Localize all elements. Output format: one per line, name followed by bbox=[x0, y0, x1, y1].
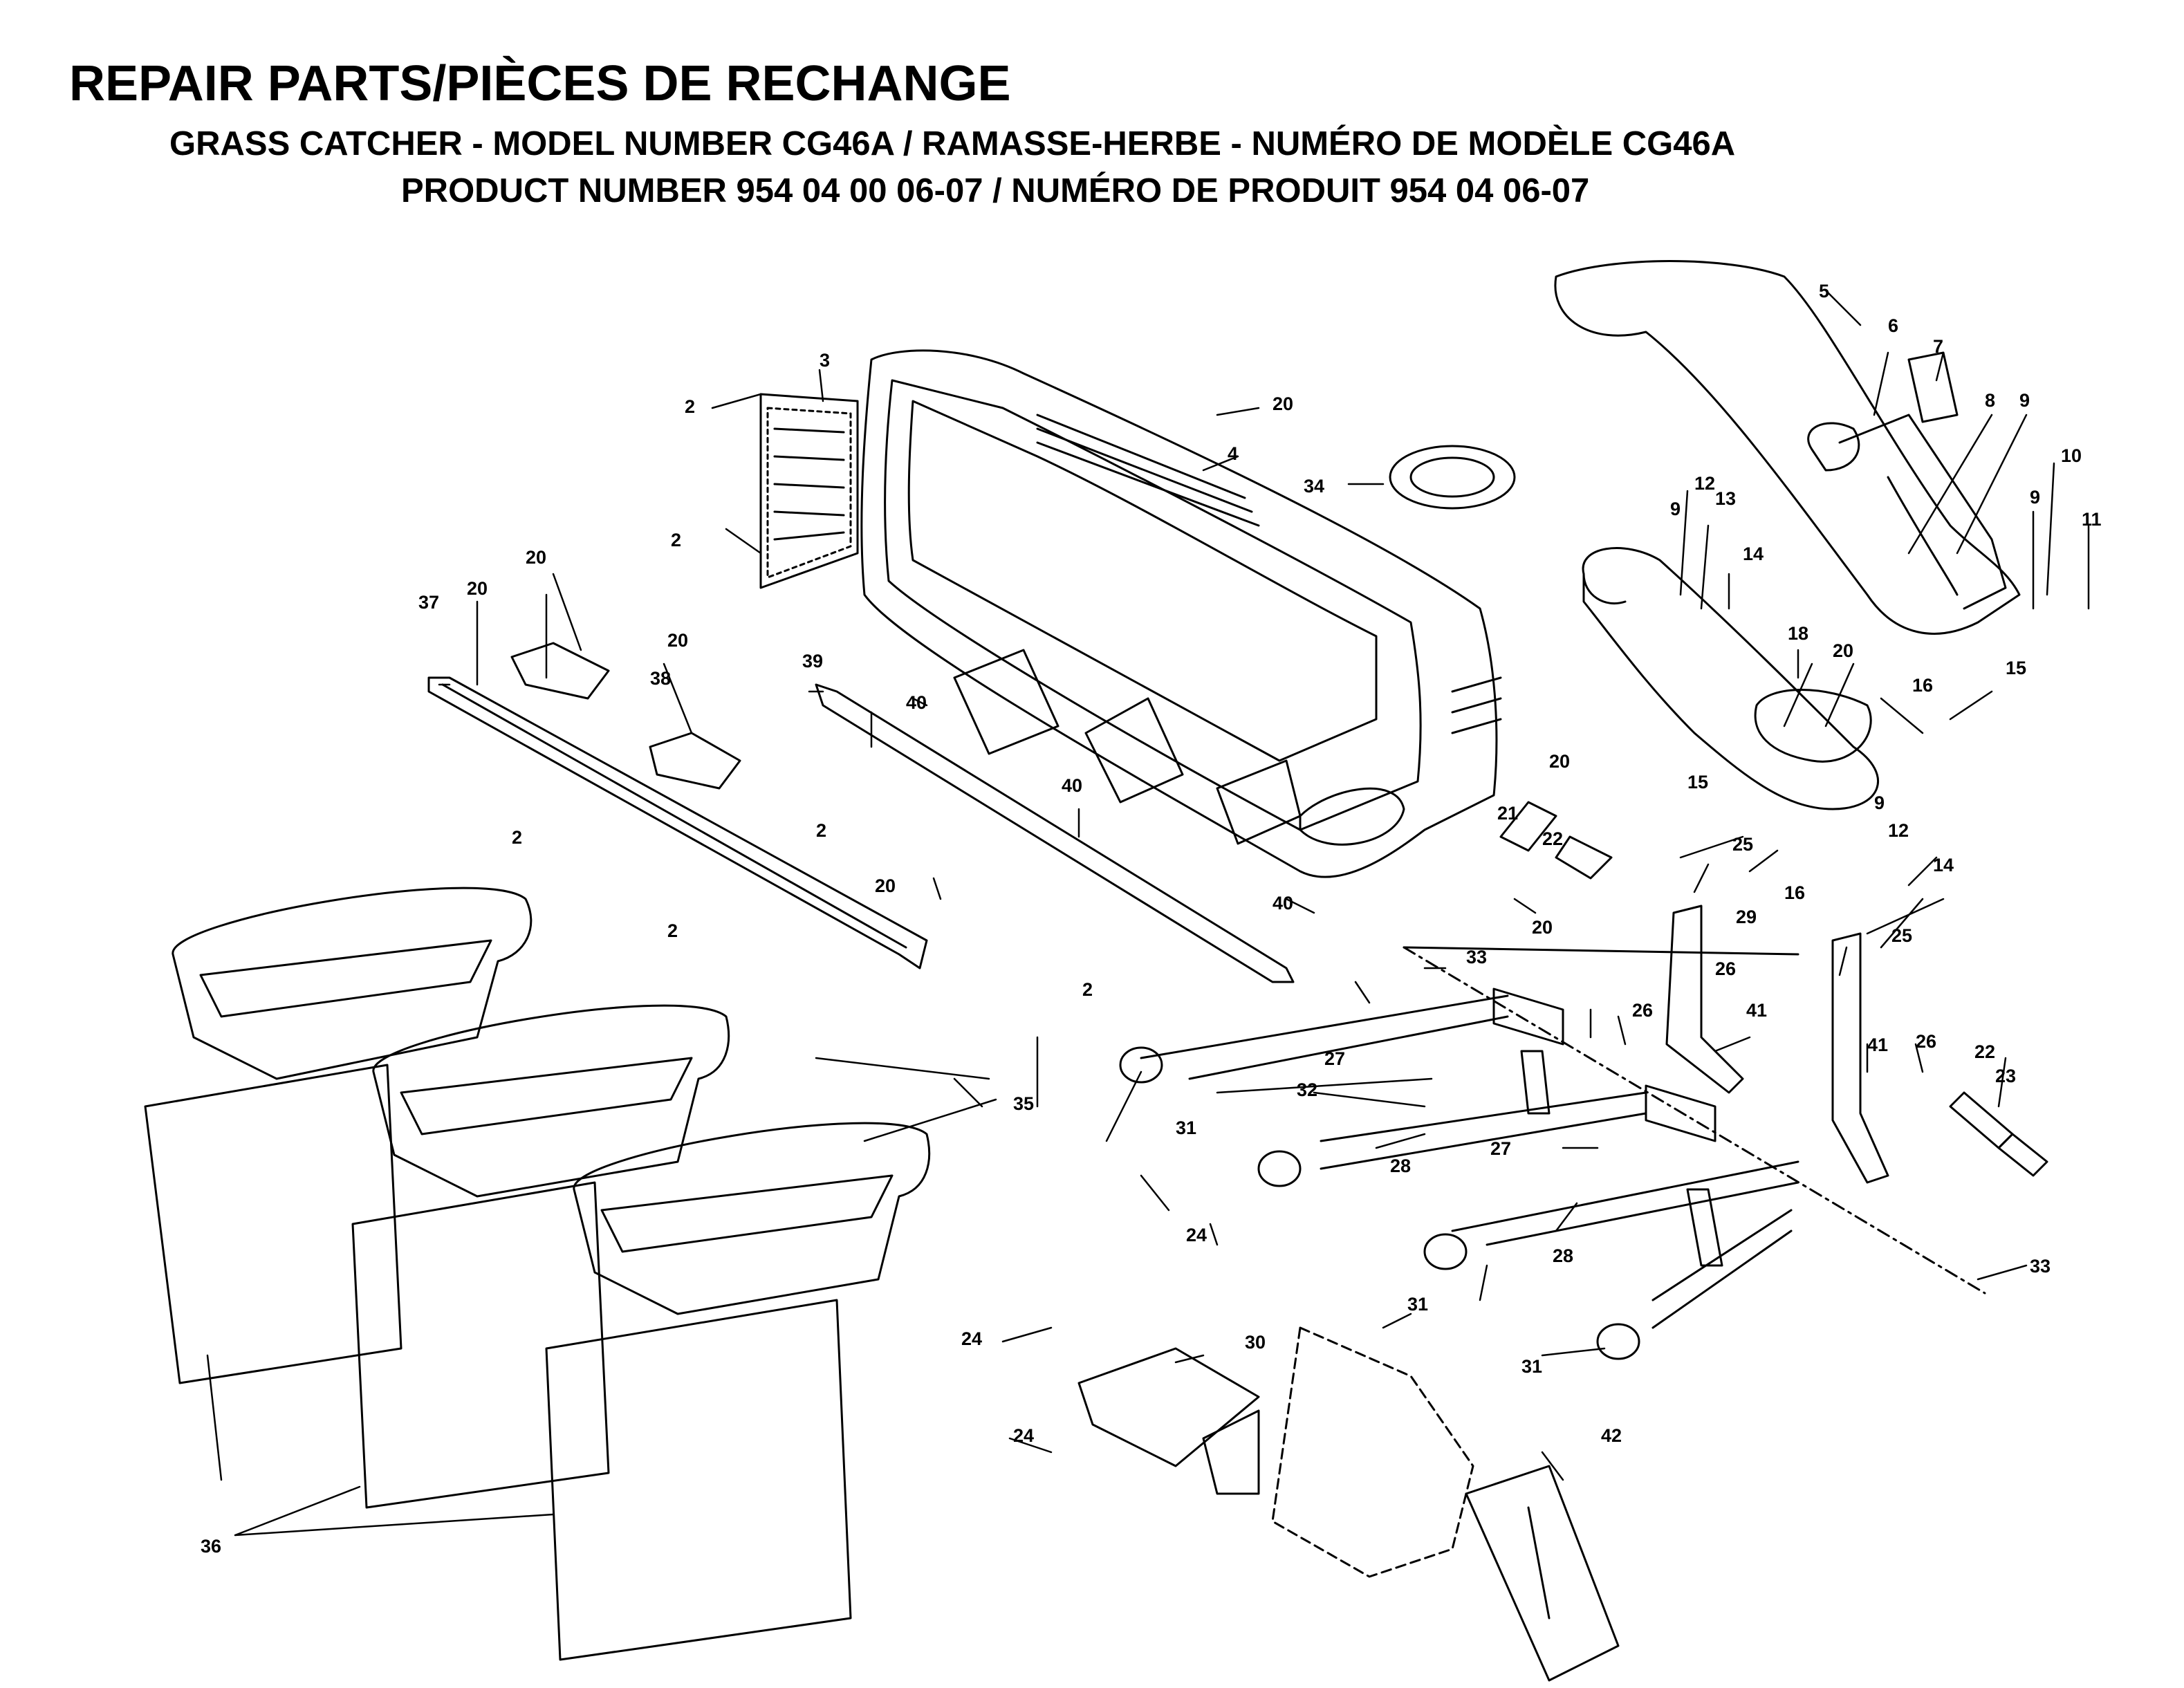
callout-2: 2 bbox=[685, 396, 695, 417]
callout-26: 26 bbox=[1715, 958, 1736, 979]
callout-32: 32 bbox=[1297, 1079, 1317, 1100]
callout-9: 9 bbox=[2030, 487, 2040, 508]
callout-30: 30 bbox=[1245, 1332, 1266, 1353]
callout-25: 25 bbox=[1732, 834, 1753, 855]
callout-16: 16 bbox=[1912, 675, 1933, 696]
callout-20: 20 bbox=[1273, 393, 1293, 414]
tractor-frame-reference bbox=[1271, 1326, 1474, 1578]
callout-27: 27 bbox=[1324, 1048, 1345, 1069]
callout-22: 22 bbox=[1542, 828, 1563, 849]
callout-7: 7 bbox=[1933, 336, 1943, 357]
callout-21: 21 bbox=[1497, 803, 1518, 824]
callout-23: 23 bbox=[1995, 1066, 2016, 1086]
callout-14: 14 bbox=[1933, 855, 1954, 875]
bag-support-frame bbox=[1140, 905, 1986, 1329]
callout-8: 8 bbox=[1985, 390, 1995, 411]
callout-24: 24 bbox=[961, 1328, 982, 1349]
callout-13: 13 bbox=[1715, 488, 1736, 509]
callout-6: 6 bbox=[1888, 315, 1898, 336]
callout-12: 12 bbox=[1694, 473, 1715, 494]
leader-lines bbox=[206, 289, 2090, 1537]
callout-31: 31 bbox=[1407, 1294, 1428, 1315]
callout-4: 4 bbox=[1228, 443, 1238, 464]
callout-20: 20 bbox=[875, 875, 896, 896]
callout-20: 20 bbox=[1549, 751, 1570, 772]
callout-28: 28 bbox=[1390, 1156, 1411, 1176]
callout-39: 39 bbox=[802, 651, 823, 671]
callout-31: 31 bbox=[1176, 1117, 1196, 1138]
callout-40: 40 bbox=[1273, 893, 1293, 913]
hopper-seal-ring bbox=[1389, 445, 1516, 510]
callout-29: 29 bbox=[1736, 907, 1757, 927]
callout-34: 34 bbox=[1304, 476, 1324, 497]
grass-bags bbox=[144, 887, 931, 1661]
callout-12: 12 bbox=[1888, 820, 1909, 841]
callout-labels: 5 6 7 8 9 10 9 11 3 2 20 4 34 2 12 9 13 … bbox=[201, 281, 2102, 1557]
model-subtitle: GRASS CATCHER - MODEL NUMBER CG46A / RAM… bbox=[169, 125, 1736, 163]
callout-25: 25 bbox=[1891, 925, 1912, 946]
callout-26: 26 bbox=[1916, 1031, 1936, 1052]
callout-38: 38 bbox=[650, 668, 671, 689]
callout-24: 24 bbox=[1013, 1425, 1034, 1446]
callout-9: 9 bbox=[2019, 390, 2030, 411]
callout-15: 15 bbox=[1687, 772, 1708, 792]
callout-20: 20 bbox=[1532, 917, 1553, 938]
callout-37: 37 bbox=[418, 592, 439, 613]
callout-20: 20 bbox=[1833, 640, 1853, 661]
callout-2: 2 bbox=[816, 820, 826, 841]
callout-9: 9 bbox=[1874, 792, 1885, 813]
axle-springs-and-rollers bbox=[1499, 801, 2048, 1177]
callout-2: 2 bbox=[1082, 979, 1093, 1000]
callout-16: 16 bbox=[1784, 882, 1805, 903]
callout-2: 2 bbox=[671, 530, 681, 550]
callout-15: 15 bbox=[2006, 658, 2026, 678]
callout-5: 5 bbox=[1819, 281, 1829, 302]
callout-26: 26 bbox=[1632, 1000, 1653, 1021]
callout-40: 40 bbox=[1062, 775, 1082, 796]
callout-35: 35 bbox=[1013, 1093, 1034, 1114]
callout-41: 41 bbox=[1867, 1035, 1888, 1055]
callout-33: 33 bbox=[2030, 1256, 2051, 1277]
callout-40: 40 bbox=[906, 692, 927, 713]
hopper-frame bbox=[860, 349, 1502, 878]
callout-10: 10 bbox=[2061, 445, 2082, 466]
hitch-bracket bbox=[1077, 1347, 1260, 1495]
wheels bbox=[1119, 1046, 1640, 1360]
callout-41: 41 bbox=[1746, 1000, 1767, 1021]
hitch-plate bbox=[1465, 1465, 1620, 1682]
callout-28: 28 bbox=[1553, 1245, 1573, 1266]
callout-2: 2 bbox=[667, 920, 678, 941]
callout-9: 9 bbox=[1670, 499, 1681, 519]
callout-18: 18 bbox=[1788, 623, 1808, 644]
callout-3: 3 bbox=[820, 350, 830, 371]
callout-27: 27 bbox=[1490, 1138, 1511, 1159]
callout-2: 2 bbox=[512, 827, 522, 848]
callout-33: 33 bbox=[1466, 947, 1487, 967]
page-title: REPAIR PARTS/PIÈCES DE RECHANGE bbox=[69, 56, 1011, 111]
callout-20: 20 bbox=[526, 547, 546, 568]
callout-36: 36 bbox=[201, 1536, 221, 1557]
deflector-bar bbox=[815, 683, 1295, 983]
callout-42: 42 bbox=[1601, 1425, 1622, 1446]
callout-20: 20 bbox=[667, 630, 688, 651]
callout-20: 20 bbox=[467, 578, 488, 599]
callout-24: 24 bbox=[1186, 1225, 1207, 1245]
callout-31: 31 bbox=[1521, 1356, 1542, 1377]
product-subtitle: PRODUCT NUMBER 954 04 00 06-07 / NUMÉRO … bbox=[401, 172, 1590, 210]
bag-mounting-bar bbox=[427, 676, 928, 970]
callout-22: 22 bbox=[1974, 1041, 1995, 1062]
discharge-chute bbox=[1554, 260, 2021, 635]
chute-adapter bbox=[1582, 547, 1879, 810]
screen-filter bbox=[759, 393, 859, 589]
callout-11: 11 bbox=[2082, 509, 2102, 530]
callout-14: 14 bbox=[1743, 544, 1764, 564]
